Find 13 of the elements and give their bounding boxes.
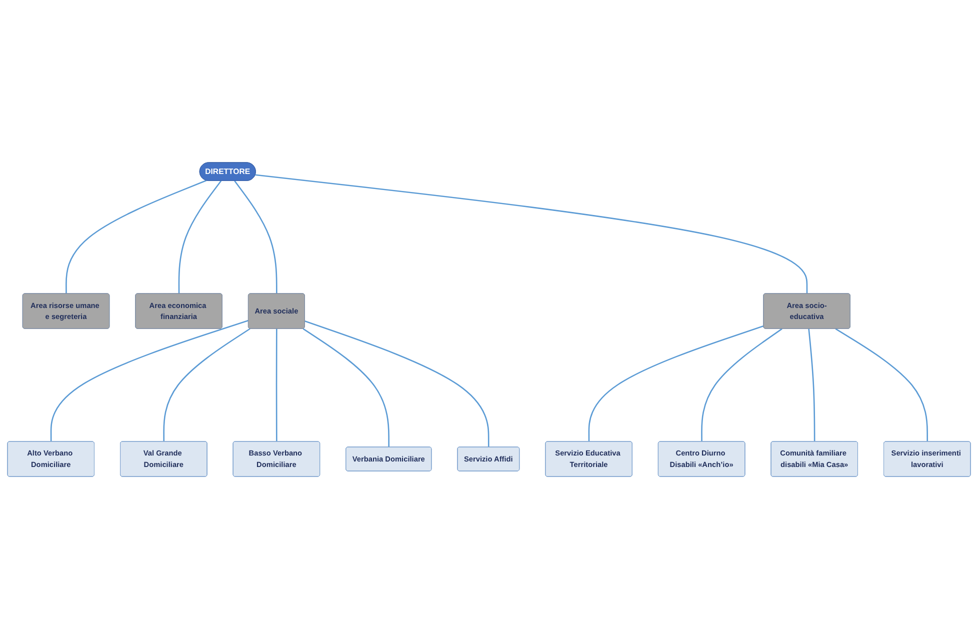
connector	[276, 328, 278, 442]
connector	[701, 328, 782, 442]
connector	[234, 180, 278, 294]
connector	[178, 180, 222, 294]
connector	[66, 180, 207, 294]
connector	[304, 320, 490, 448]
connector	[163, 328, 250, 442]
connector	[808, 328, 816, 442]
connector	[50, 320, 249, 442]
connector	[588, 325, 764, 442]
connector	[255, 174, 808, 294]
connector	[302, 328, 390, 448]
connector	[835, 328, 928, 442]
